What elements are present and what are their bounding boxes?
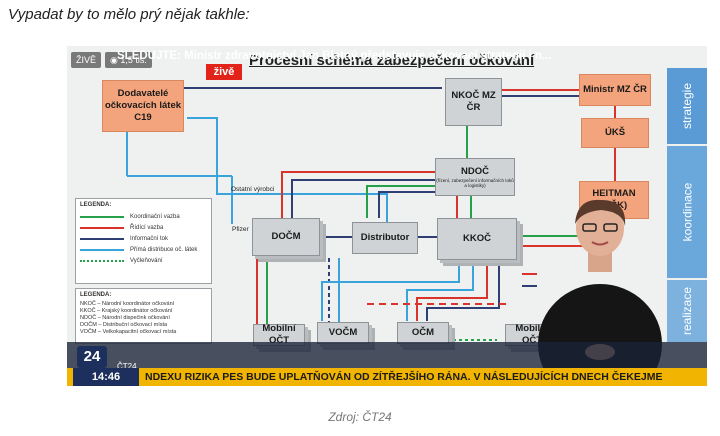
box-distributor: Distributor xyxy=(352,222,418,254)
legend-title: LEGENDA: xyxy=(80,202,112,208)
legend-swatch-coordination xyxy=(80,215,124,218)
legend-swatch-allocation xyxy=(80,259,124,262)
article-intro: Vypadat by to mělo prý nějak takhle: xyxy=(8,6,250,23)
video-player[interactable]: ŽIVĚ ◉ 1,5 tis. živě Procesní schéma zab… xyxy=(67,46,707,386)
box-ndoc-title: NDOČ xyxy=(461,166,489,177)
box-nkoc: NKOČ MZ ČR xyxy=(445,78,502,126)
abbr-line: VOČM – Velkokapacitní očkovací místa xyxy=(80,329,177,335)
legend-item: Přímá distribuce oč. látek xyxy=(76,244,211,255)
views-count: 1,5 tis. xyxy=(120,55,147,65)
box-vocm: VOČM xyxy=(317,322,369,344)
diagram-board: ŽIVĚ ◉ 1,5 tis. živě Procesní schéma zab… xyxy=(67,46,707,386)
bottom-crawl-text: NDEXU RIZIKA PES BUDE UPLATŇOVÁN OD ZÍTŘ… xyxy=(145,371,663,383)
box-docm: DOČM xyxy=(252,218,320,256)
legend-item: Informační tok xyxy=(76,233,211,244)
side-koordinace: koordinace xyxy=(667,146,707,278)
live-badge: ŽIVĚ xyxy=(71,52,102,68)
news-ticker xyxy=(67,342,707,368)
views-badge: ◉ 1,5 tis. xyxy=(105,52,152,68)
box-ocm: OČM xyxy=(397,322,449,344)
legend-swatch-control xyxy=(80,226,124,229)
box-ndoc-sub: (řízení, zabezpečení informačních toků a… xyxy=(436,178,514,188)
legend-item: Řídící vazba xyxy=(76,222,211,233)
bottom-crawl xyxy=(67,368,707,386)
legend-swatch-distribution xyxy=(80,248,124,251)
legend-abbreviations: LEGENDA: NKOČ – Národní koordinátor očko… xyxy=(75,288,212,344)
label-pfizer: Pfizer xyxy=(232,226,249,233)
abbr-line: DOČM – Distribuční očkovací místa xyxy=(80,322,168,328)
ticker-headline: SLEDUJTE: Ministr zdravotnictví Jan Blat… xyxy=(117,50,552,62)
legend-item: Vyčleňování xyxy=(76,255,211,266)
box-ministr: Ministr MZ ČR xyxy=(579,74,651,106)
side-strategie: strategie xyxy=(667,68,707,144)
legend-swatch-info xyxy=(80,237,124,240)
abbr-line: NKOČ – Národní koordinátor očkování xyxy=(80,301,175,307)
live-red-label: živě xyxy=(206,64,242,80)
eye-icon: ◉ xyxy=(110,55,118,65)
side-realizace: realizace xyxy=(667,280,707,342)
box-kkoc: KKOČ xyxy=(437,218,517,260)
label-ostatni: Ostatní výrobci xyxy=(231,186,275,193)
abbr-line: NDOČ – Národní dispečink očkování xyxy=(80,315,170,321)
diagram-connectors xyxy=(126,87,616,341)
legend-item: Koordinační vazba xyxy=(76,211,211,222)
legend2-title: LEGENDA: xyxy=(80,292,112,298)
clock: 14:46 xyxy=(73,368,139,386)
image-caption: Zdroj: ČT24 xyxy=(328,410,392,424)
box-uks: ÚKŠ xyxy=(581,118,649,148)
channel-logo: 24 xyxy=(77,346,107,368)
diagram-title: Procesní schéma zabezpečení očkování xyxy=(249,52,535,69)
channel-name: ČT24 xyxy=(117,362,137,371)
box-ndoc: NDOČ (řízení, zabezpečení informačních t… xyxy=(435,158,515,196)
legend-lines: LEGENDA: Koordinační vazba Řídící vazba … xyxy=(75,198,212,284)
box-suppliers: Dodavatelé očkovacích látek C19 xyxy=(102,80,184,132)
abbr-line: KKOČ – Krajský koordinátor očkování xyxy=(80,308,173,314)
